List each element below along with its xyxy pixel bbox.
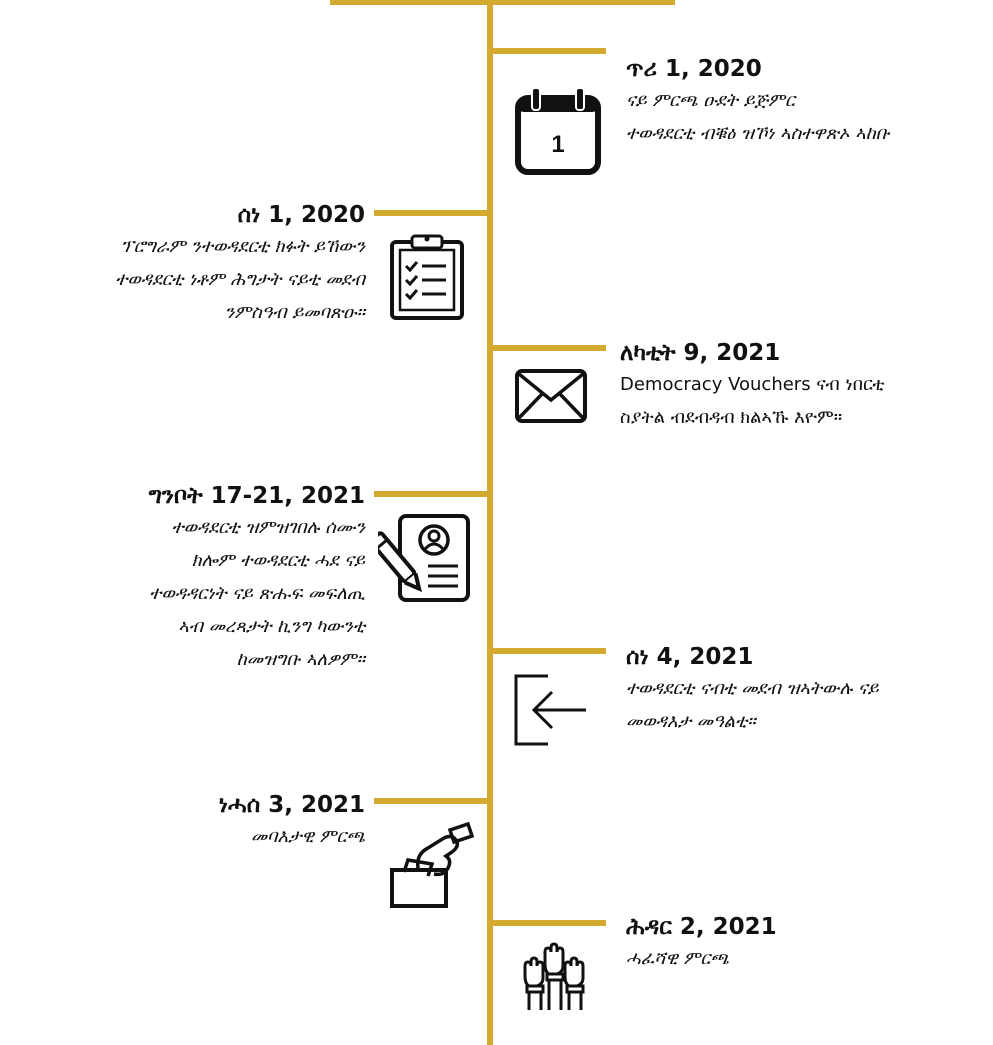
- arrow-left-icon: [508, 672, 590, 748]
- event-text: ተወዳደርቲ ብቑዕ ዝኾነ ኣስተዋጽኦ ኣከቡ: [626, 123, 890, 144]
- branch-event-4: [374, 491, 490, 497]
- event-date: ጥሪ 1, 2020: [626, 56, 762, 82]
- event-text: ተወዳደርቲ ነቶም ሕግታት ናይቲ መደብ: [115, 269, 365, 290]
- event-text: መወዳእታ መዓልቲ።: [626, 711, 756, 732]
- event-text: ተወዳደርቲ ዝምዝገበሉ ሰሙን: [171, 517, 365, 538]
- event-text: ንምስዓብ ይመባጽዑ።: [224, 302, 365, 323]
- registration-form-icon: [378, 512, 474, 604]
- event-date: ሰነ 1, 2020: [237, 202, 365, 228]
- event-date: ሕዳር 2, 2021: [626, 914, 777, 940]
- branch-event-7: [490, 920, 606, 926]
- event-text: ሓፈሻዊ ምርጫ: [626, 948, 729, 969]
- event-text: ተወዳዳርነት ናይ ጽሑፍ መፍለጢ: [149, 583, 365, 604]
- timeline-event: ነሓሰ 3, 2021 መባእታዊ ምርጫ: [219, 790, 365, 853]
- event-date: ለካቲት 9, 2021: [620, 340, 781, 366]
- timeline-event: ለካቲት 9, 2021 Democracy Vouchers ናብ ነበርቲ …: [620, 338, 885, 434]
- branch-event-2: [374, 210, 490, 216]
- branch-event-5: [490, 648, 606, 654]
- raised-hands-icon: [517, 940, 591, 1012]
- branch-event-6: [374, 798, 490, 804]
- ballot-box-icon: [388, 820, 476, 910]
- event-text: ስያትል ብደብዳብ ክልኣኹ እዮም።: [620, 407, 843, 428]
- timeline-spine: [487, 0, 493, 1045]
- timeline-event: ሰነ 1, 2020 ፕሮግራም ንተወዳደርቲ ክፉት ይኸውን ተወዳደርቲ…: [115, 200, 365, 329]
- event-date: ግንቦት 17-21, 2021: [148, 483, 365, 509]
- event-date: ሰነ 4, 2021: [626, 644, 754, 670]
- timeline-event: ሰነ 4, 2021 ተወዳደርቲ ናብቲ መደብ ዝኣትውሉ ናይ መወዳእታ…: [626, 642, 879, 738]
- event-text: ከመዝግቡ ኣለዎም።: [236, 649, 365, 670]
- event-text: ኣብ መረጻታት ኪንግ ካውንቲ: [178, 616, 365, 637]
- event-date: ነሓሰ 3, 2021: [218, 792, 365, 818]
- branch-event-1: [490, 48, 606, 54]
- event-text: ናይ ምርጫ ዑደት ይጅምር: [626, 90, 795, 111]
- envelope-icon: [514, 368, 588, 424]
- event-text: መባእታዊ ምርጫ: [250, 826, 365, 847]
- calendar-day: 1: [551, 131, 564, 158]
- branch-event-3: [490, 345, 606, 351]
- event-text: Democracy Vouchers ናብ ነበርቲ: [620, 374, 885, 395]
- clipboard-checklist-icon: [388, 232, 466, 322]
- event-text: ፕሮግራም ንተወዳደርቲ ክፉት ይኸውን: [120, 236, 365, 257]
- timeline-event: ጥሪ 1, 2020 ናይ ምርጫ ዑደት ይጅምር ተወዳደርቲ ብቑዕ ዝኾ…: [626, 54, 890, 150]
- event-text: ተወዳደርቲ ናብቲ መደብ ዝኣትውሉ ናይ: [626, 678, 879, 699]
- timeline-event: ግንቦት 17-21, 2021 ተወዳደርቲ ዝምዝገበሉ ሰሙን ክሎም ተ…: [149, 481, 365, 676]
- event-text: ክሎም ተወዳደርቲ ሓደ ናይ: [191, 550, 365, 571]
- timeline-top-bar: [330, 0, 675, 5]
- calendar-icon: 1: [512, 86, 604, 178]
- timeline-event: ሕዳር 2, 2021 ሓፈሻዊ ምርጫ: [626, 912, 777, 975]
